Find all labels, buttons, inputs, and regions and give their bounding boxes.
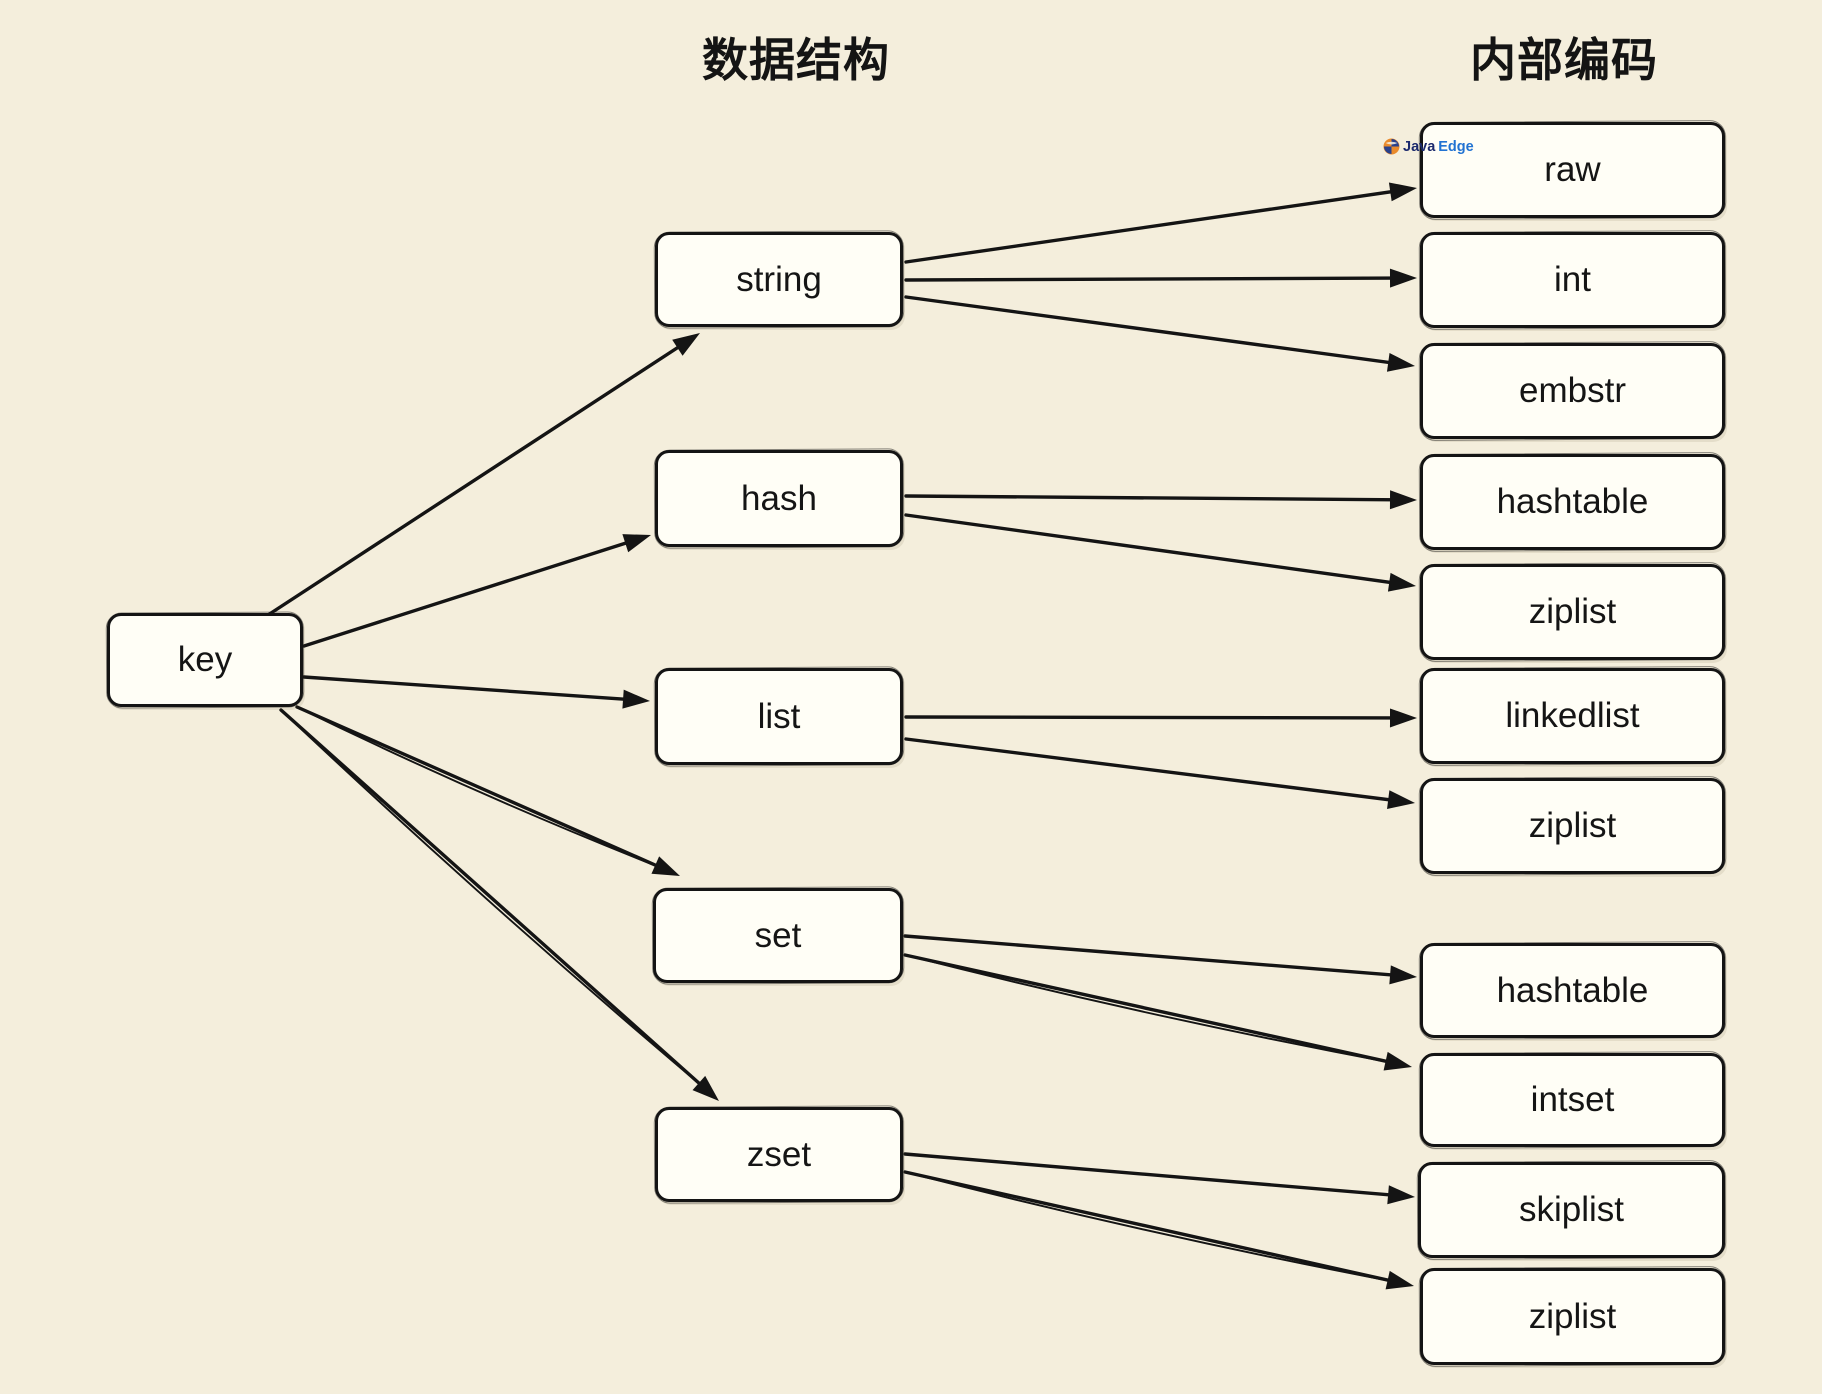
edge-key-hash xyxy=(302,534,651,648)
arrowhead xyxy=(1385,1270,1414,1290)
node-linkedlist: linkedlist xyxy=(1420,668,1725,764)
arrowhead xyxy=(622,534,651,553)
node-label: embstr xyxy=(1519,371,1626,410)
arrowhead xyxy=(1387,572,1416,592)
javaedge-text-java: Java xyxy=(1403,138,1436,155)
edge-zset-skiplist xyxy=(903,1152,1415,1205)
node-string: string xyxy=(655,232,903,327)
node-label: zset xyxy=(746,1134,812,1174)
edge-hash-ziplist_hash xyxy=(904,513,1416,592)
title-internal-encoding: 内部编码 xyxy=(1470,34,1658,86)
edge-list-linkedlist xyxy=(904,708,1417,728)
edge-key-set xyxy=(295,705,680,876)
arrowhead xyxy=(1389,965,1417,985)
node-key: key xyxy=(107,613,303,707)
edge-key-string xyxy=(266,333,700,617)
node-label: skiplist xyxy=(1518,1190,1625,1229)
node-label: ziplist xyxy=(1528,1296,1617,1336)
arrowhead xyxy=(1386,352,1415,372)
node-embstr: embstr xyxy=(1420,343,1725,439)
node-hashtable-set: hashtable xyxy=(1420,943,1725,1038)
edge-list-ziplist_list xyxy=(904,737,1415,810)
node-int: int xyxy=(1420,232,1725,328)
arrowhead xyxy=(1388,182,1417,202)
node-skiplist: skiplist xyxy=(1418,1162,1725,1258)
arrowhead xyxy=(1387,1185,1415,1205)
arrowhead xyxy=(692,1075,719,1101)
arrowhead xyxy=(622,689,650,709)
node-zset: zset xyxy=(655,1107,903,1202)
title-data-structure: 数据结构 xyxy=(702,34,890,86)
node-hash: hash xyxy=(655,450,903,547)
node-label: hash xyxy=(741,478,817,518)
node-intset: intset xyxy=(1420,1053,1725,1147)
edge-string-embstr xyxy=(904,295,1415,372)
node-label: set xyxy=(754,915,802,955)
javaedge-text-edge: Edge xyxy=(1438,138,1474,155)
node-list: list xyxy=(655,668,903,765)
arrowhead xyxy=(1383,1051,1412,1071)
javaedge-icon xyxy=(1383,138,1400,155)
node-label: list xyxy=(757,696,801,736)
node-ziplist-hash: ziplist xyxy=(1420,564,1725,660)
edge-zset-ziplist_zset xyxy=(903,1170,1414,1290)
node-set: set xyxy=(653,888,903,983)
arrowhead xyxy=(672,333,700,356)
arrowhead xyxy=(1387,790,1415,810)
node-hashtable-hash: hashtable xyxy=(1420,454,1725,550)
edge-set-hashtable_set xyxy=(903,934,1417,985)
arrowhead xyxy=(651,856,680,876)
edge-set-intset xyxy=(903,953,1412,1071)
node-label: hashtable xyxy=(1496,970,1649,1010)
node-label: linkedlist xyxy=(1505,696,1640,735)
node-label: int xyxy=(1554,260,1591,299)
arrowhead xyxy=(1389,268,1417,288)
edge-string-int xyxy=(904,268,1417,288)
node-label: key xyxy=(177,640,233,679)
node-label: hashtable xyxy=(1496,482,1649,521)
edge-key-list xyxy=(302,675,650,709)
edge-hash-hashtable_hash xyxy=(904,490,1417,510)
arrowhead xyxy=(1389,708,1417,728)
node-label: string xyxy=(736,259,822,299)
arrowhead xyxy=(1389,490,1417,510)
node-label: ziplist xyxy=(1528,806,1617,845)
node-raw: raw xyxy=(1420,122,1725,218)
edge-string-raw xyxy=(904,182,1417,264)
node-label: raw xyxy=(1544,150,1601,189)
node-ziplist-zset: ziplist xyxy=(1420,1268,1725,1365)
node-label: ziplist xyxy=(1528,592,1617,631)
node-ziplist-list: ziplist xyxy=(1420,778,1725,874)
node-label: intset xyxy=(1530,1080,1615,1119)
